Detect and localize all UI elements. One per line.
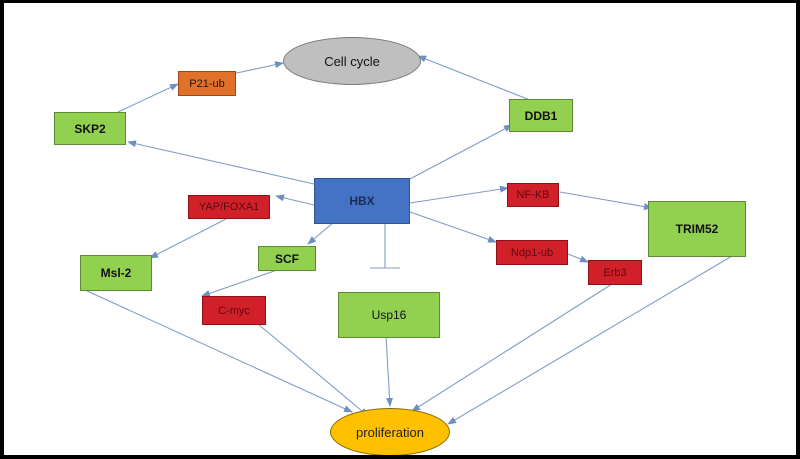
- node-c-myc: C-myc: [202, 296, 266, 325]
- edge-trim52-proliferation: [447, 255, 733, 425]
- node-p21-ub: P21-ub: [178, 71, 236, 96]
- edges-layer: [84, 55, 733, 425]
- node-trim52: TRIM52: [648, 201, 746, 257]
- edge-ddb1-cellcycle: [417, 55, 531, 101]
- edge-skp2-p21ub: [117, 83, 179, 113]
- edge-yap-msl2: [149, 218, 227, 259]
- edge-erb3-proliferation: [411, 283, 613, 412]
- node-skp2: SKP2: [54, 112, 126, 145]
- edge-msl2-proliferation: [84, 289, 353, 413]
- node-nf-kb: NF-KB: [507, 183, 559, 207]
- edge-ndp1-erb3: [567, 253, 589, 263]
- edge-hbx-yap: [275, 194, 315, 206]
- node-msl-2: Msl-2: [80, 255, 152, 291]
- edge-nfkb-trim52: [559, 191, 653, 211]
- node-hbx: HBX: [314, 178, 410, 224]
- edge-cmyc-proliferation: [257, 323, 369, 417]
- node-ndp1-ub: Ndp1-ub: [496, 240, 568, 265]
- edge-hbx-skp2: [127, 140, 315, 185]
- edge-usp16-proliferation: [385, 335, 394, 407]
- node-cell-cycle: Cell cycle: [283, 37, 421, 85]
- edge-scf-cmyc: [201, 268, 281, 297]
- edge-hbx-ddb1: [407, 124, 513, 181]
- node-usp16: Usp16: [338, 292, 440, 338]
- node-ddb1: DDB1: [509, 99, 573, 132]
- edge-p21ub-cellcycle: [231, 61, 284, 75]
- edge-hbx-scf: [307, 221, 335, 245]
- node-erb3: Erb3: [588, 260, 642, 285]
- edge-hbx-ndp1: [409, 211, 497, 243]
- node-scf: SCF: [258, 246, 316, 271]
- node-proliferation: proliferation: [330, 408, 450, 455]
- edge-hbx-nfkb: [409, 185, 509, 204]
- diagram-canvas: Cell cycle P21-ub SKP2 DDB1 HBX YAP/FOXA…: [4, 3, 796, 455]
- node-yap-foxa1: YAP/FOXA1: [188, 195, 270, 219]
